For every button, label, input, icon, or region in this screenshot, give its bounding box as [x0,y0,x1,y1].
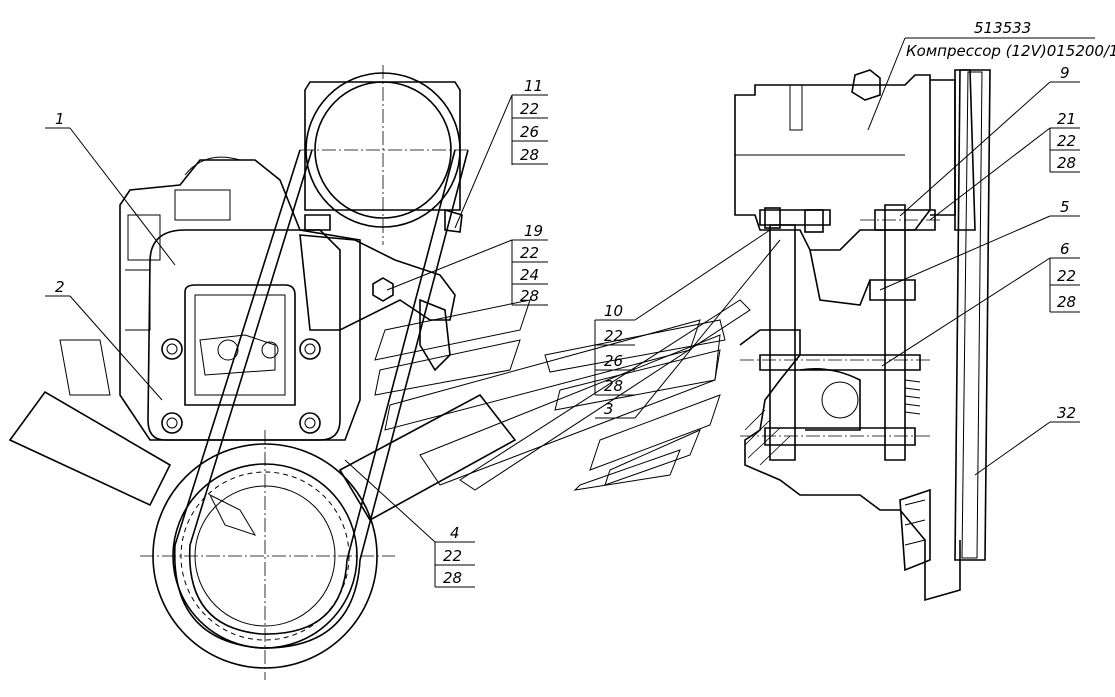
labels: 513533 Компрессор (12V)015200/1 1 2 11 2… [55,19,1115,587]
callout-19-row: 22 [520,244,539,262]
callout-19-row: 24 [520,266,539,284]
callout-6-row: 22 [1057,267,1076,285]
callout-10-row: 28 [604,377,623,395]
right-view [734,69,991,602]
callout-21-row: 28 [1057,154,1076,172]
callout-19: 19 [524,222,543,240]
part-name-label: Компрессор (12V)015200/1 [906,42,1115,60]
callout-10-row: 22 [604,327,623,345]
callout-10: 10 [604,302,623,320]
callout-11: 11 [524,77,543,95]
callout-11-row: 28 [520,146,539,164]
callout-19-row: 28 [520,287,539,305]
callout-21: 21 [1057,110,1076,128]
bracket-nuts [161,338,321,434]
callout-4-row: 28 [443,569,462,587]
callout-9: 9 [1060,64,1070,82]
callout-3: 3 [604,400,614,418]
callout-10-row: 26 [604,352,623,370]
section-hatching [374,299,751,491]
callout-6-row: 28 [1057,293,1076,311]
callout-1: 1 [55,110,65,128]
callout-32: 32 [1057,404,1076,422]
callout-4-row: 22 [443,547,462,565]
leader-lines [45,37,1095,543]
callout-11-row: 26 [520,123,539,141]
callout-21-row: 22 [1057,132,1076,150]
callout-4: 4 [450,524,460,542]
callout-5: 5 [1060,198,1070,216]
callout-frames [434,95,1080,588]
part-number-label: 513533 [974,19,1031,37]
left-view [8,65,517,680]
callout-2: 2 [55,278,65,296]
callout-11-row: 22 [520,100,539,118]
callout-6: 6 [1060,240,1070,258]
